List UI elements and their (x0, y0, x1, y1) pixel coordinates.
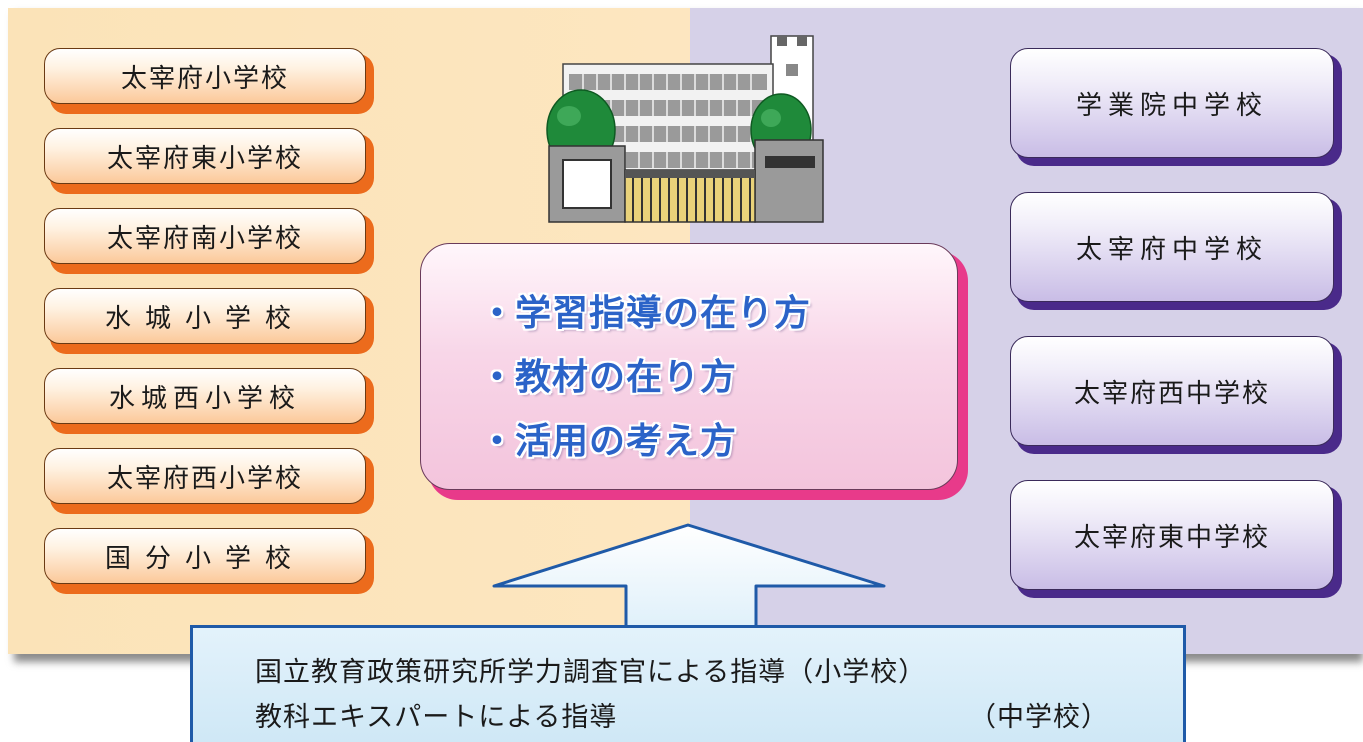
school-name: 太宰府西中学校 (1073, 378, 1270, 409)
school-name: 太宰府東小学校 (106, 143, 303, 174)
topic-text: 活用の考え方 (515, 421, 738, 462)
school-name: 学業院中学校 (1075, 90, 1268, 121)
topic-item: ・ 学習指導の在り方 (479, 278, 811, 342)
guidance-note-junior-high: （中学校） (969, 702, 1109, 733)
school-building-illustration (546, 35, 824, 223)
elementary-school-5: 水城西小学校 (44, 368, 374, 434)
topic-text: 学習指導の在り方 (515, 293, 812, 334)
elementary-school-4: 水城小学校 (44, 288, 374, 354)
elementary-school-3: 太宰府南小学校 (44, 208, 374, 274)
school-name: 太宰府中学校 (1075, 234, 1268, 265)
elementary-school-1: 太宰府小学校 (44, 48, 374, 114)
topic-item: ・ 活用の考え方 (479, 406, 811, 470)
guidance-line-elementary: 国立教育政策研究所学力調査官による指導（小学校） (255, 657, 927, 688)
school-name: 太宰府東中学校 (1073, 522, 1270, 553)
junior-high-school-1: 学業院中学校 (1010, 48, 1342, 166)
school-name: 国分小学校 (104, 543, 305, 574)
guidance-box: 国立教育政策研究所学力調査官による指導（小学校） 教科エキスパートによる指導 （… (190, 625, 1186, 742)
school-name: 太宰府南小学校 (106, 223, 303, 254)
elementary-school-2: 太宰府東小学校 (44, 128, 374, 194)
junior-high-school-2: 太宰府中学校 (1010, 192, 1342, 310)
topic-text: 教材の在り方 (515, 357, 738, 398)
junior-high-school-3: 太宰府西中学校 (1010, 336, 1342, 454)
elementary-school-6: 太宰府西小学校 (44, 448, 374, 514)
bullet-icon: ・ (479, 357, 517, 398)
junior-high-school-4: 太宰府東中学校 (1010, 480, 1342, 598)
bullet-icon: ・ (479, 421, 517, 462)
school-name: 水城小学校 (104, 303, 305, 334)
school-name: 太宰府西小学校 (106, 463, 303, 494)
guidance-line-junior-high: 教科エキスパートによる指導 (255, 702, 618, 733)
topic-list: ・ 学習指導の在り方 ・ 教材の在り方 ・ 活用の考え方 (479, 278, 811, 470)
topics-box: ・ 学習指導の在り方 ・ 教材の在り方 ・ 活用の考え方 (420, 243, 968, 500)
topic-item: ・ 教材の在り方 (479, 342, 811, 406)
bullet-icon: ・ (479, 293, 517, 334)
school-name: 水城西小学校 (108, 383, 301, 414)
elementary-school-7: 国分小学校 (44, 528, 374, 594)
school-name: 太宰府小学校 (120, 63, 289, 94)
